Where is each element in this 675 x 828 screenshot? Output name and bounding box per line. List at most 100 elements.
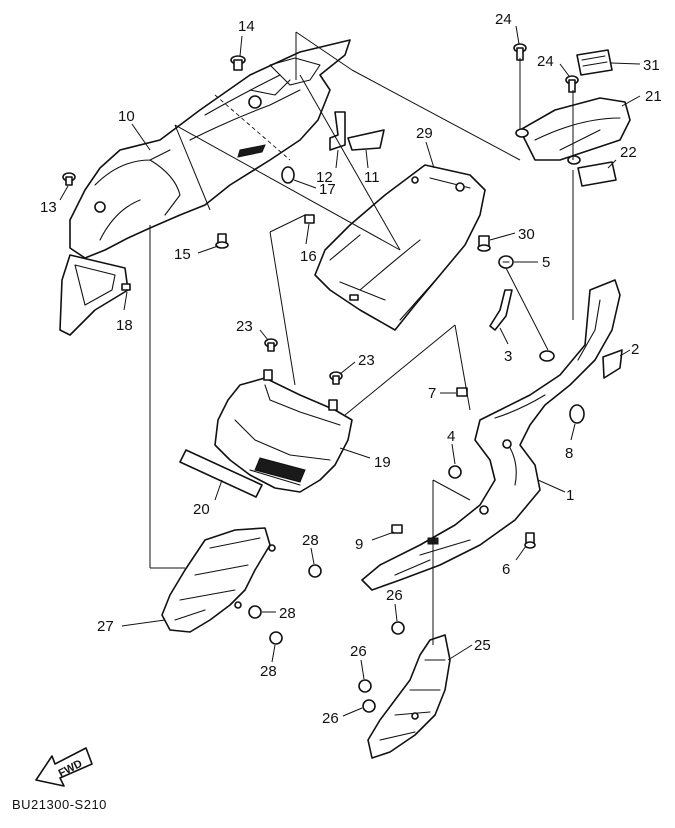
callout-26b: 26 xyxy=(350,643,367,680)
callout-number: 20 xyxy=(193,501,210,518)
fastener-30 xyxy=(477,235,491,252)
callout-26c: 26 xyxy=(322,707,363,727)
washer-28b xyxy=(248,605,262,619)
callout-number: 10 xyxy=(118,108,135,125)
callout-number: 17 xyxy=(319,181,336,198)
callout-number: 13 xyxy=(40,199,57,216)
part-3-bracket xyxy=(489,289,513,331)
grommet-17 xyxy=(281,166,295,184)
callouts: 14 24 24 31 21 10 29 22 13 17 12 11 30 1… xyxy=(40,11,662,727)
callout-6: 6 xyxy=(502,545,527,578)
part-20-strip xyxy=(179,449,263,498)
fastener-6 xyxy=(524,532,536,549)
callout-15: 15 xyxy=(174,245,219,263)
washer-26b xyxy=(358,679,372,693)
callout-number: 21 xyxy=(645,88,662,105)
callout-10: 10 xyxy=(118,108,151,151)
callout-number: 23 xyxy=(358,352,375,369)
callout-number: 26 xyxy=(322,710,339,727)
part-18-flap xyxy=(59,254,131,336)
callout-5: 5 xyxy=(514,254,550,271)
callout-number: 30 xyxy=(518,226,535,243)
callout-number: 28 xyxy=(302,532,319,549)
callout-number: 12 xyxy=(316,169,333,186)
callout-number: 28 xyxy=(279,605,296,622)
fastener-15 xyxy=(215,233,229,249)
callout-number: 11 xyxy=(364,169,380,186)
callout-16: 16 xyxy=(300,223,317,265)
callout-1: 1 xyxy=(537,479,574,504)
callout-24b: 24 xyxy=(537,53,570,77)
callout-12: 12 xyxy=(316,149,339,186)
callout-19: 19 xyxy=(339,447,391,471)
fastener-24b xyxy=(565,75,579,93)
callout-25: 25 xyxy=(447,637,491,661)
callout-27: 27 xyxy=(97,618,166,635)
fastener-23b xyxy=(329,371,343,385)
fwd-arrow-icon: FWD xyxy=(35,747,93,787)
fastener-23a xyxy=(264,338,278,352)
part-12-bracket xyxy=(329,111,346,151)
clip-7 xyxy=(456,387,468,397)
part-21-cover xyxy=(515,97,631,165)
callout-20: 20 xyxy=(193,479,223,518)
callout-8: 8 xyxy=(565,423,576,462)
callout-number: 22 xyxy=(620,144,637,161)
grommet-8 xyxy=(569,404,585,424)
callout-14: 14 xyxy=(238,18,255,57)
part-29-panel xyxy=(314,164,486,331)
callout-7: 7 xyxy=(428,385,456,402)
part-2-pad xyxy=(602,349,623,379)
part-31-emblem xyxy=(576,49,613,76)
callout-17: 17 xyxy=(293,179,336,198)
fastener-4 xyxy=(448,465,462,479)
part-22-pad xyxy=(577,161,617,187)
callout-28b: 28 xyxy=(262,605,296,622)
callout-number: 16 xyxy=(300,248,317,265)
part-11-pad xyxy=(347,129,385,151)
callout-number: 9 xyxy=(355,536,363,553)
callout-number: 18 xyxy=(116,317,133,334)
callout-2: 2 xyxy=(619,341,639,358)
callout-number: 24 xyxy=(537,53,554,70)
callout-number: 29 xyxy=(416,125,433,142)
part-27-side-cover xyxy=(161,527,276,633)
callout-number: 8 xyxy=(565,445,573,462)
callout-number: 23 xyxy=(236,318,253,335)
callout-number: 4 xyxy=(447,428,455,445)
callout-31: 31 xyxy=(610,57,660,74)
washer-26a xyxy=(391,621,405,635)
callout-30: 30 xyxy=(489,226,535,243)
fastener-13 xyxy=(62,172,76,186)
callout-number: 7 xyxy=(428,385,436,402)
callout-22: 22 xyxy=(607,144,637,169)
fastener-24a xyxy=(513,43,527,61)
washer-26c xyxy=(362,699,376,713)
callout-11: 11 xyxy=(364,149,380,186)
part-10-rear-fender xyxy=(69,39,351,259)
clip-16 xyxy=(304,214,315,224)
callout-number: 24 xyxy=(495,11,512,28)
callout-24a: 24 xyxy=(495,11,520,45)
callout-number: 15 xyxy=(174,246,191,263)
diagram-code: BU21300-S210 xyxy=(12,797,107,812)
callout-number: 1 xyxy=(566,487,574,504)
callout-9: 9 xyxy=(355,531,395,553)
callout-number: 6 xyxy=(502,561,510,578)
callout-29: 29 xyxy=(416,125,435,169)
fastener-5 xyxy=(498,255,514,269)
washer-28a xyxy=(308,564,322,578)
callout-number: 19 xyxy=(374,454,391,471)
callout-number: 25 xyxy=(474,637,491,654)
callout-number: 14 xyxy=(238,18,255,35)
callout-21: 21 xyxy=(621,88,662,107)
callout-number: 2 xyxy=(631,341,639,358)
callout-3: 3 xyxy=(499,327,512,365)
callout-number: 28 xyxy=(260,663,277,680)
callout-number: 31 xyxy=(643,57,660,74)
callout-4: 4 xyxy=(447,428,456,465)
fastener-14 xyxy=(230,55,246,71)
callout-number: 5 xyxy=(542,254,550,271)
callout-23b: 23 xyxy=(339,352,375,375)
